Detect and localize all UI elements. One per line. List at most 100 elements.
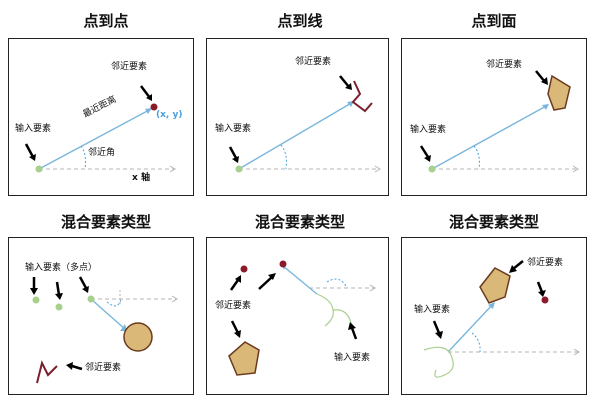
panel-title-mixed-3: 混合要素类型 (448, 213, 539, 231)
panel-mixed-2: 邻近要素 输入要素 (206, 237, 389, 395)
input-arrowhead-icon (29, 154, 36, 161)
distance-arrowhead (145, 108, 152, 114)
distance-arrowhead (542, 104, 549, 110)
near-arrowhead-icon (146, 94, 152, 101)
distance-line (447, 302, 495, 353)
panel-title-mixed-2: 混合要素类型 (254, 213, 345, 231)
near-arrowhead-icon-2 (538, 290, 546, 297)
distance-line (90, 298, 127, 331)
input-arrowhead-icon (232, 156, 239, 163)
panel-title-point-to-polygon: 点到面 (471, 12, 517, 30)
input-arrow-icon-2 (55, 281, 61, 296)
x-axis-arrowhead (171, 295, 178, 303)
angle-arc (473, 145, 480, 170)
near-polygon (479, 267, 511, 304)
angle-arc (326, 278, 348, 289)
near-arrow-icon-1 (512, 260, 524, 270)
panel-point-to-line: 邻近要素 输入要素 (206, 38, 389, 196)
input-line-feature-branch (332, 309, 352, 324)
angle-arc (280, 144, 287, 170)
near-arrowhead-icon-1 (268, 273, 276, 280)
input-arrowhead-icon (424, 155, 431, 162)
input-arrowhead-icon (348, 322, 356, 330)
input-point-3 (87, 295, 95, 303)
near-arrow-icon (71, 364, 83, 371)
input-arrow-icon (228, 146, 238, 159)
input-arrow-icon (432, 320, 441, 334)
near-arrowhead-icon (541, 77, 548, 85)
x-axis-arrowhead (369, 284, 376, 292)
near-line-feature (36, 360, 58, 384)
near-feature-label: 邻近要素 (295, 57, 332, 67)
panel-title-point-to-point: 点到点 (83, 12, 129, 30)
near-point (150, 103, 158, 111)
panel-2-drawing (228, 75, 381, 173)
near-feature-label: 邻近要素 (111, 62, 148, 72)
near-line-feature (351, 80, 373, 113)
input-arrowhead-icon-2 (55, 293, 63, 300)
near-arrow-icon (140, 85, 151, 99)
near-arrow-icon (339, 75, 350, 88)
near-feature-label: 邻近要素 (527, 258, 564, 268)
input-point-2 (55, 303, 63, 311)
panel-1-drawing (24, 85, 176, 173)
panel-5-drawing (228, 260, 376, 376)
panel-mixed-1: 输入要素（多点） 邻近要素 (8, 237, 194, 395)
panel-3-drawing (419, 70, 579, 173)
x-axis-arrowhead (572, 165, 579, 173)
angle-arc (80, 145, 86, 170)
near-feature-label: 邻近要素 (215, 301, 252, 311)
panel-4-drawing (30, 276, 178, 384)
panel-point-to-polygon: 邻近要素 输入要素 (401, 38, 587, 196)
near-point-2 (240, 265, 248, 273)
near-polygon (547, 74, 571, 111)
distance-line (38, 108, 152, 170)
distance-arrowhead (120, 324, 127, 331)
near-arrow-icon-2 (229, 279, 240, 291)
near-arrowhead-icon-3 (234, 330, 241, 338)
near-arrow-icon-1 (258, 276, 273, 290)
input-arrowhead-icon (435, 331, 443, 339)
near-arrow-icon-2 (536, 281, 544, 293)
input-arrowhead-icon-3 (82, 286, 89, 293)
near-arrowhead-icon-1 (509, 265, 517, 273)
input-feature-multipoint-label: 输入要素（多点） (25, 263, 98, 273)
angle-arc (471, 332, 481, 353)
near-point-1 (279, 260, 287, 268)
near-feature-label: 邻近要素 (486, 60, 523, 70)
input-arrow-icon (350, 327, 358, 340)
panel-title-point-to-line: 点到线 (277, 12, 323, 30)
near-point (541, 296, 549, 304)
input-feature-label: 输入要素 (414, 305, 451, 315)
x-axis-arrowhead (374, 165, 381, 173)
panel-point-to-point: 邻近要素 最近距离 (x, y) 输入要素 邻近角 x 轴 (8, 38, 194, 196)
near-arrowhead-icon (345, 83, 352, 90)
input-feature-label: 输入要素 (15, 124, 52, 134)
input-point (35, 165, 43, 173)
xy-coordinate-label: (x, y) (156, 110, 183, 120)
near-polygon-circle (123, 322, 153, 352)
input-point (235, 165, 243, 173)
near-feature-label: 邻近要素 (85, 363, 122, 373)
input-feature-label: 输入要素 (215, 124, 252, 134)
near-arrowhead-icon-2 (235, 275, 241, 283)
distance-line (431, 104, 549, 170)
input-arrow-icon (419, 145, 430, 158)
input-line-feature (316, 293, 334, 327)
angle-arc (106, 298, 122, 307)
x-axis-label: x 轴 (132, 173, 150, 183)
input-feature-label: 输入要素 (334, 353, 371, 363)
input-arrow-icon (24, 143, 35, 158)
near-arrow-icon-3 (230, 320, 240, 334)
panel-mixed-3: 邻近要素 输入要素 (401, 237, 587, 395)
input-feature-label: 输入要素 (410, 125, 447, 135)
input-point-1 (32, 296, 40, 304)
near-polygon (228, 341, 260, 376)
near-arrowhead-icon (66, 362, 73, 370)
distance-arrowhead (488, 302, 495, 309)
input-line-feature (423, 346, 454, 378)
input-arrow-icon-3 (78, 276, 88, 289)
input-arrowhead-icon-1 (30, 288, 38, 295)
near-angle-label: 邻近角 (88, 148, 116, 158)
panel-6-drawing (423, 260, 580, 378)
